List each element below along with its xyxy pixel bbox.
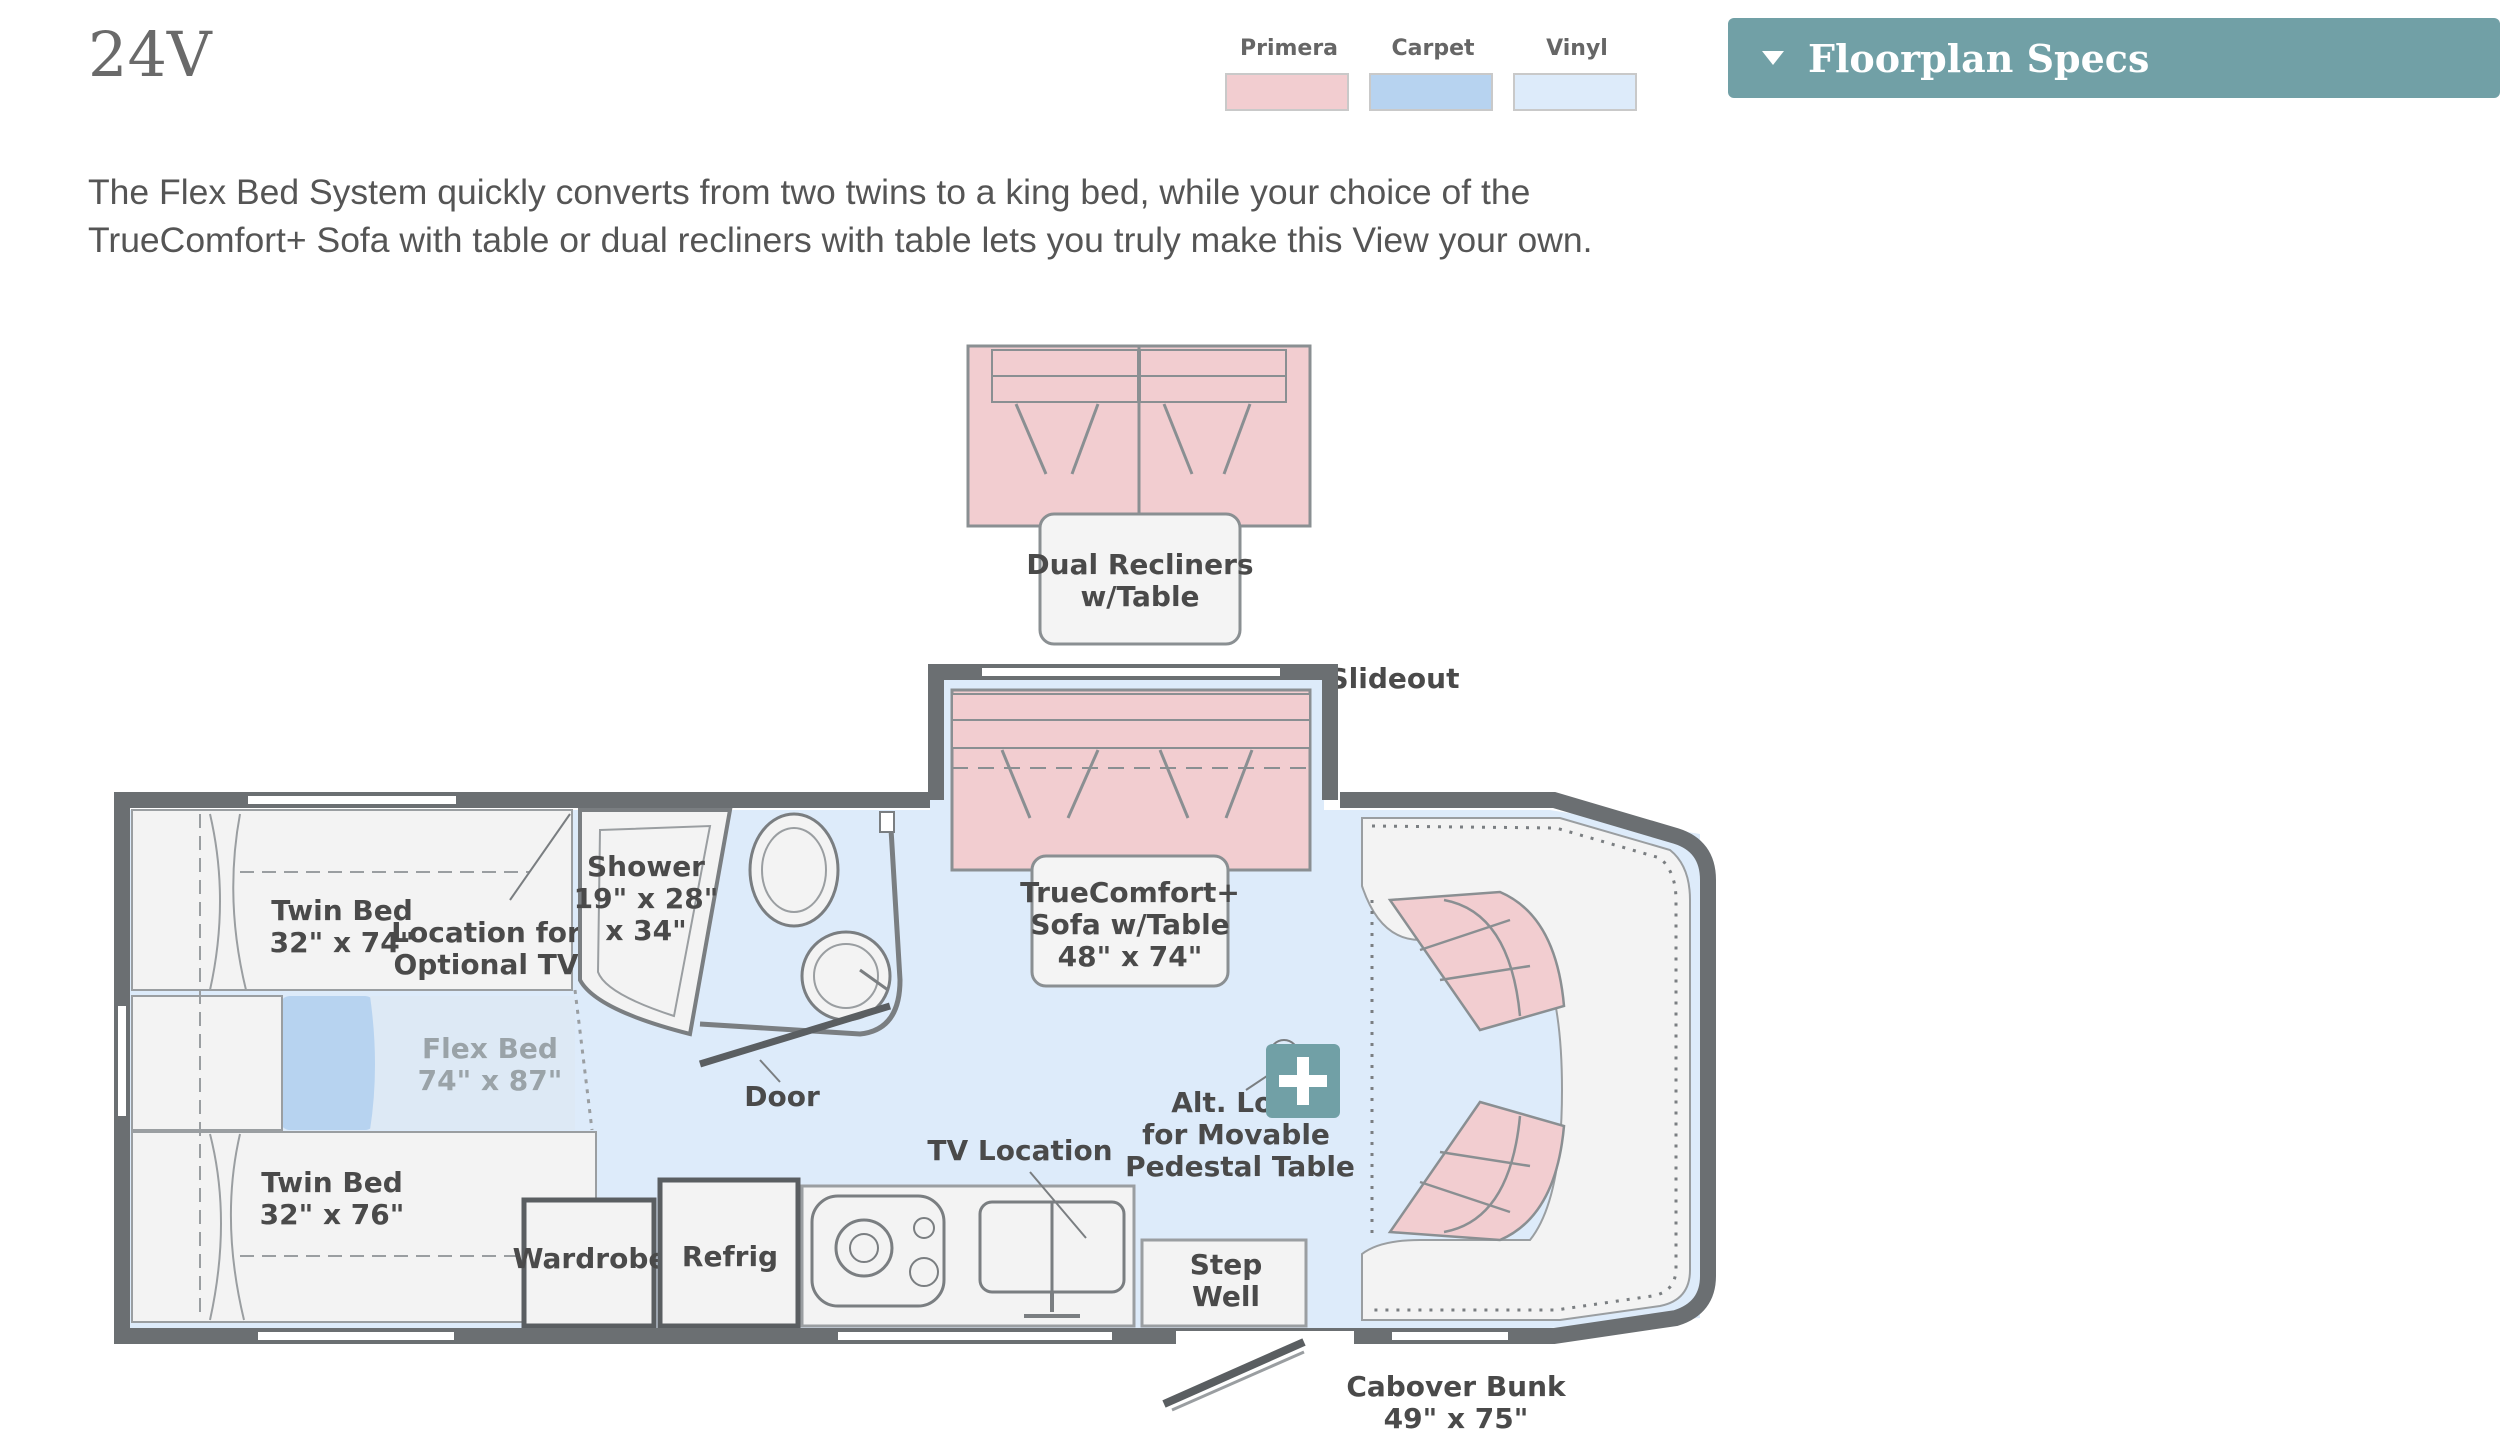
wardrobe-label: Wardrobe (513, 1242, 668, 1275)
tv-leader-line (509, 813, 571, 901)
bedroom: Twin Bed 32" x 74" Location for Optional… (131, 809, 597, 1323)
refrigerator (657, 1177, 801, 1329)
sofa-mechanism (1000, 749, 1254, 819)
burner (849, 1233, 879, 1263)
step-well-label: Well (1192, 1280, 1260, 1313)
shower-inner (596, 824, 712, 1018)
bathroom-door (698, 1002, 892, 1068)
bed-sheet-lines (209, 813, 247, 1321)
recliner-cushion (1139, 375, 1287, 403)
sofa-back (951, 693, 1311, 721)
cabover-label: Cabover Bunk (1346, 1370, 1567, 1403)
dual-recliners-option: Dual Recliners w/Table (966, 344, 1312, 646)
legend-swatch-carpet (1369, 73, 1493, 111)
sofa-table (1030, 854, 1230, 988)
passenger-seat (1387, 890, 1566, 1032)
dual-recliners-label: w/Table (1080, 580, 1199, 613)
legend-label: Carpet (1391, 36, 1475, 61)
tv-optional-label: Location for (391, 916, 581, 949)
sofa-size: 48" x 74" (1058, 940, 1203, 973)
sofa-label: TrueComfort+ (1020, 876, 1240, 909)
flex-bed-area (370, 996, 575, 1130)
shower-label: Shower (587, 850, 705, 883)
legend-item-carpet: Carpet (1369, 36, 1497, 111)
shower-size: 19" x 28" (574, 882, 719, 915)
driver-seat (1387, 1100, 1566, 1242)
bathroom-wall (699, 811, 903, 1037)
bath-fixture (879, 811, 895, 833)
add-hotspot-button[interactable] (1266, 1039, 1340, 1118)
carpet-area (280, 996, 375, 1130)
description-line: The Flex Bed System quickly converts fro… (88, 172, 1531, 212)
sofa-label: Sofa w/Table (1030, 908, 1229, 941)
burner (913, 1217, 935, 1239)
flex-bed-edge (573, 989, 594, 1131)
recliner-back (1139, 349, 1287, 377)
recliner-table (1038, 512, 1242, 646)
legend-label: Primera (1239, 36, 1339, 61)
sink-faucet (859, 968, 889, 992)
sink-basin (813, 943, 879, 1009)
tv-location-label: TV Location (927, 1134, 1112, 1167)
twin-bed-top (131, 809, 573, 991)
burner (909, 1257, 939, 1287)
refrig-label: Refrig (682, 1240, 778, 1273)
alt-location-label: for Movable (1142, 1118, 1330, 1151)
twin-bed-bottom (131, 1131, 597, 1323)
toilet (748, 812, 840, 928)
cab-area: Cabover Bunk 49" x 75" (1346, 817, 1691, 1435)
sofa-cushion (951, 719, 1311, 749)
windows (118, 668, 1508, 1340)
description-line: TrueComfort+ Sofa with table or dual rec… (88, 220, 1593, 260)
tv-location-leader (1029, 1171, 1087, 1239)
flex-bed-label: Flex Bed (422, 1032, 558, 1065)
step-well (1140, 1238, 1308, 1328)
shower-size: x 34" (605, 914, 686, 947)
flex-bed-size: 74" x 87" (418, 1064, 563, 1097)
flex-bed-filler (131, 995, 283, 1131)
entry-door (1162, 1338, 1306, 1408)
recliner-back (991, 349, 1139, 377)
toilet-seat (761, 827, 827, 913)
caret-down-icon (1762, 51, 1784, 65)
twin-bed-top-size: 32" x 74" (270, 926, 415, 959)
slideout-label: Slideout (1329, 662, 1460, 695)
recliner-mechanism (1014, 403, 1252, 475)
cabover-size: 49" x 75" (1384, 1402, 1529, 1435)
floorplan-specs-button[interactable]: Floorplan Specs (1728, 18, 2500, 98)
model-title: 24V (88, 18, 212, 91)
twin-bed-bottom-label: Twin Bed (261, 1166, 403, 1199)
legend-item-primera: Primera (1225, 36, 1353, 111)
twin-bed-bottom-size: 32" x 76" (260, 1198, 405, 1231)
step-well-label: Step (1190, 1248, 1263, 1281)
bathroom: Shower 19" x 28" x 34" Door (574, 808, 903, 1113)
tv-optional-label: Optional TV (393, 948, 578, 981)
floorplan-specs-label: Floorplan Specs (1808, 35, 2150, 81)
dual-recliners-label: Dual Recliners (1026, 548, 1253, 581)
recliner-cushion (991, 375, 1139, 403)
legend-label: Vinyl (1546, 36, 1608, 61)
shower (578, 808, 733, 1037)
wardrobe (521, 1197, 657, 1329)
door-label: Door (744, 1080, 820, 1113)
door-leader (759, 1059, 781, 1083)
bed-dashed-lines (199, 814, 530, 1320)
legend-swatch-primera (1225, 73, 1349, 111)
kitchen: Wardrobe Refrig TV Location Step Well Al… (513, 1065, 1355, 1329)
legend-item-vinyl: Vinyl (1513, 36, 1641, 111)
entry-door-edge (1171, 1350, 1305, 1412)
plus-icon (1297, 1057, 1309, 1105)
cabover-dashed (1371, 824, 1678, 1312)
slideout: TrueComfort+ Sofa w/Table 48" x 74" Slid… (950, 662, 1460, 988)
floorplan-description: The Flex Bed System quickly converts fro… (88, 168, 1768, 264)
burner (834, 1218, 894, 1278)
legend-swatch-vinyl (1513, 73, 1637, 111)
twin-bed-top-label: Twin Bed (271, 894, 413, 927)
alt-location-label: Pedestal Table (1125, 1150, 1355, 1183)
